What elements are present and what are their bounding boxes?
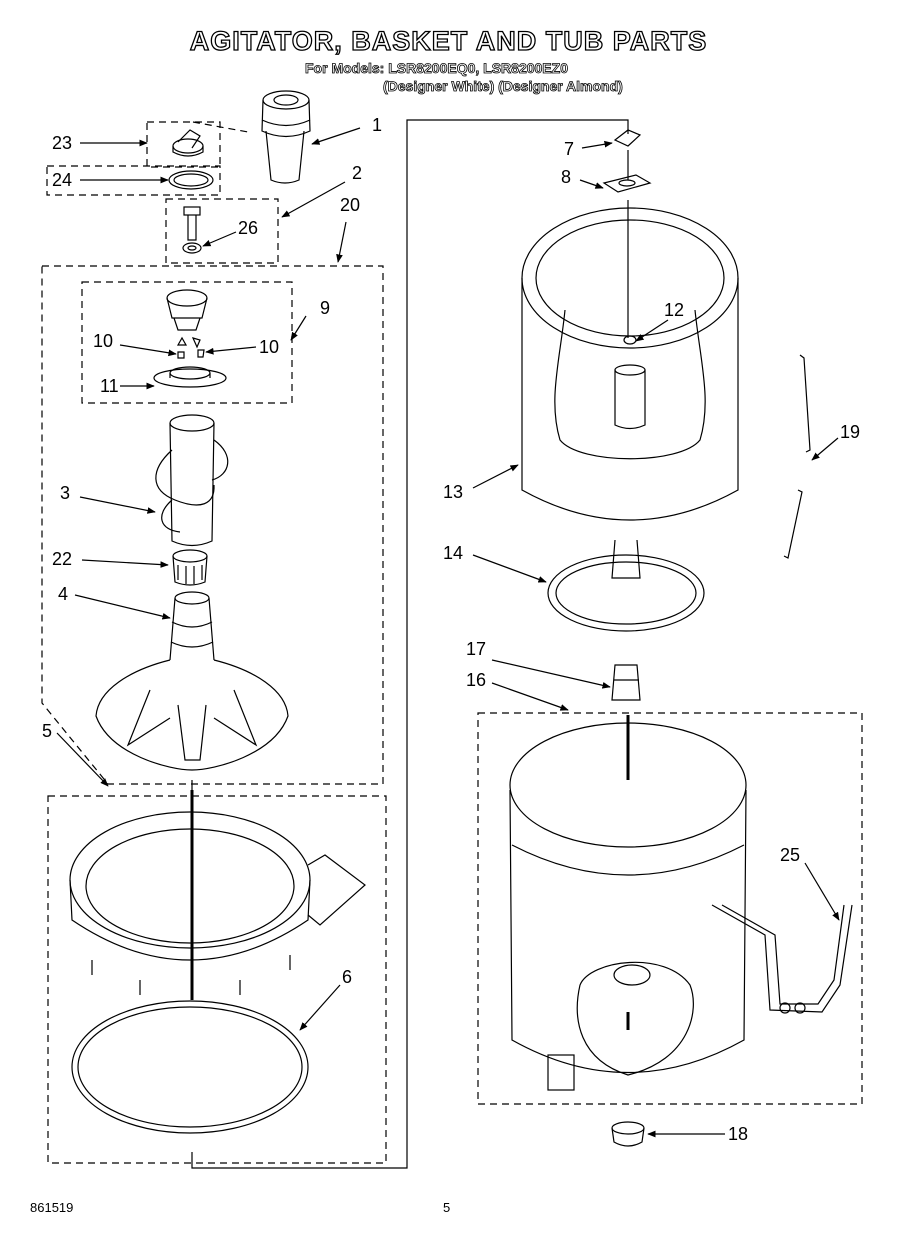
box-part-23 xyxy=(146,121,221,168)
callout-13: 13 xyxy=(443,482,463,502)
part-19-tube xyxy=(783,354,811,559)
part-23-cap xyxy=(172,129,204,157)
document-number: 861519 xyxy=(30,1200,74,1215)
part-22-drive-bell xyxy=(172,549,208,586)
callout-17: 17 xyxy=(466,639,486,659)
box-part-16 xyxy=(477,712,863,1105)
callout-6: 6 xyxy=(342,967,352,987)
callout-20: 20 xyxy=(340,195,360,215)
callout-16: 16 xyxy=(466,670,486,690)
part-3-agitator-barrel xyxy=(155,414,229,547)
dashed-group-boxes xyxy=(41,121,863,1164)
page-title: AGITATOR, BASKET AND TUB PARTS xyxy=(189,25,708,56)
callout-3: 3 xyxy=(60,483,70,503)
part-13-basket xyxy=(521,207,739,521)
leader-arrows xyxy=(56,127,840,1138)
part-17-spanner-nut xyxy=(611,664,641,701)
connector-lines xyxy=(191,119,629,1169)
center-axis-lines xyxy=(190,715,630,1030)
callout-8: 8 xyxy=(561,167,571,187)
part-8-cap xyxy=(602,174,652,193)
part-14-seal xyxy=(547,539,705,632)
box-part-24 xyxy=(46,165,221,196)
color-variants-line: (Designer White) (Designer Almond) xyxy=(383,78,624,95)
box-part-9 xyxy=(81,281,293,404)
callout-24: 24 xyxy=(52,170,72,190)
part-5-tub-ring xyxy=(69,811,366,995)
callout-19: 19 xyxy=(840,422,860,442)
part-9-cam-assembly xyxy=(153,289,227,388)
callout-10-right: 10 xyxy=(259,337,279,357)
models-line: For Models: LSR8200EQ0, LSR8200EZ0 xyxy=(305,60,569,77)
part-25-hose xyxy=(711,904,853,1014)
callout-9: 9 xyxy=(320,298,330,318)
callout-14: 14 xyxy=(443,543,463,563)
part-26-bolt-washer xyxy=(182,206,202,254)
part-6-snubber-ring xyxy=(71,1000,309,1134)
callout-4: 4 xyxy=(58,584,68,604)
page-number: 5 xyxy=(443,1200,451,1215)
part-4-agitator-base xyxy=(95,591,289,771)
callout-labels: 1 2 3 4 5 6 7 8 9 10 10 11 12 13 14 16 1… xyxy=(42,115,860,1144)
callout-5: 5 xyxy=(42,721,52,741)
link-23-1 xyxy=(192,121,249,133)
box-part-20 xyxy=(41,265,384,785)
callout-1: 1 xyxy=(372,115,382,135)
callout-23: 23 xyxy=(52,133,72,153)
callout-2: 2 xyxy=(352,163,362,183)
callout-10-left: 10 xyxy=(93,331,113,351)
callout-26: 26 xyxy=(238,218,258,238)
callout-7: 7 xyxy=(564,139,574,159)
part-16-outer-tub xyxy=(509,722,747,1091)
callout-25: 25 xyxy=(780,845,800,865)
callout-18: 18 xyxy=(728,1124,748,1144)
part-18-grommet xyxy=(611,1121,645,1147)
box-part-2 xyxy=(165,198,279,264)
callout-22: 22 xyxy=(52,549,72,569)
part-7-clip xyxy=(613,129,642,147)
part-1-dispenser-cup xyxy=(261,90,311,184)
box-part-5 xyxy=(47,795,387,1164)
callout-12: 12 xyxy=(664,300,684,320)
part-24-seal-ring xyxy=(168,170,214,190)
callout-11: 11 xyxy=(100,376,119,396)
